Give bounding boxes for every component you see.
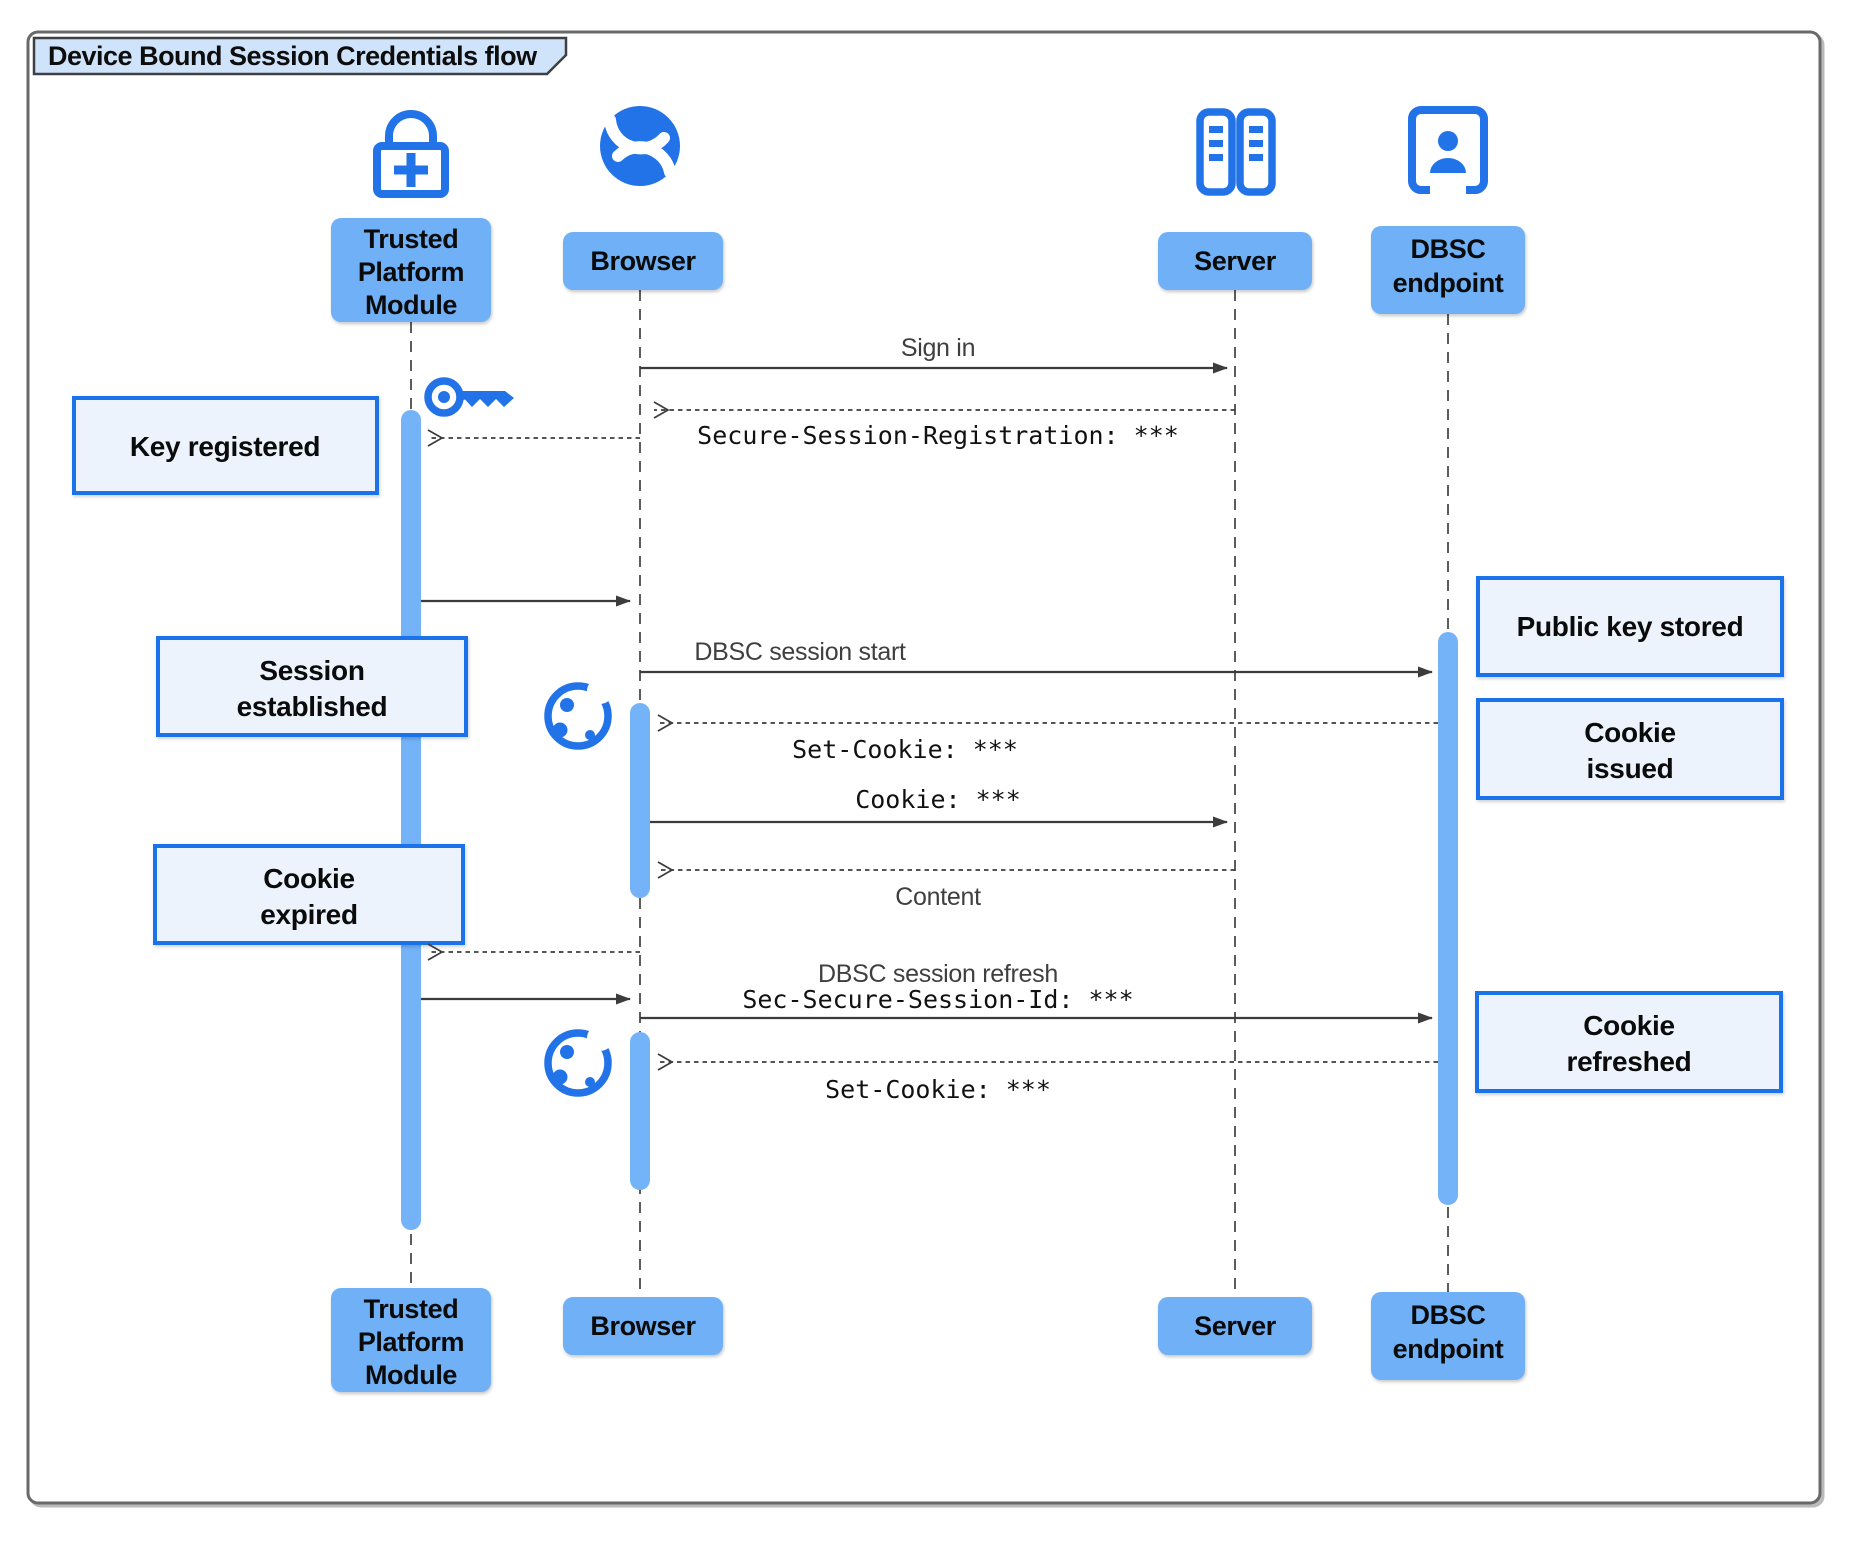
actor-dbsc-line2: endpoint bbox=[1393, 268, 1504, 298]
label-secure-session-registration: Secure-Session-Registration: *** bbox=[697, 421, 1179, 450]
note-cookie-issued-line2: issued bbox=[1587, 753, 1674, 784]
note-session-established: Session established bbox=[156, 636, 468, 737]
label-sec-secure-session-id: Sec-Secure-Session-Id: *** bbox=[742, 985, 1133, 1014]
activation-browser-2 bbox=[630, 1032, 650, 1190]
note-cookie-refreshed: Cookie refreshed bbox=[1475, 991, 1783, 1093]
actor-tpm-line1: Trusted bbox=[364, 224, 459, 254]
actor-tpm-line1: Trusted bbox=[364, 1294, 459, 1324]
note-cookie-refreshed-line1: Cookie bbox=[1583, 1010, 1675, 1041]
cookie-icon bbox=[544, 1025, 613, 1097]
actor-server-label: Server bbox=[1194, 246, 1277, 276]
badge-person-icon bbox=[1408, 106, 1488, 195]
actor-server-label: Server bbox=[1194, 1311, 1277, 1341]
actor-browser-label: Browser bbox=[590, 1311, 696, 1341]
activation-browser-1 bbox=[630, 703, 650, 898]
title-tab bbox=[32, 36, 568, 76]
note-session-established-line1: Session bbox=[259, 655, 364, 686]
actor-label-browser-bottom: Browser bbox=[563, 1297, 723, 1355]
cookie-icon bbox=[544, 678, 613, 750]
globe-icon bbox=[600, 106, 680, 186]
actor-tpm-line3: Module bbox=[365, 290, 457, 320]
label-dbsc-session-start: DBSC session start bbox=[694, 638, 906, 666]
actor-label-server-bottom: Server bbox=[1158, 1297, 1312, 1355]
label-set-cookie-1: Set-Cookie: *** bbox=[792, 735, 1018, 764]
note-cookie-expired-line1: Cookie bbox=[263, 863, 355, 894]
note-cookie-expired: Cookie expired bbox=[153, 844, 465, 945]
actor-tpm-line2: Platform bbox=[358, 257, 464, 287]
actor-browser-label: Browser bbox=[590, 246, 696, 276]
actor-dbsc-line2: endpoint bbox=[1393, 1334, 1504, 1364]
note-key-registered-text: Key registered bbox=[130, 431, 320, 462]
label-sign-in: Sign in bbox=[901, 334, 975, 362]
actor-label-dbsc-top: DBSC endpoint bbox=[1371, 226, 1525, 314]
actor-label-dbsc-bottom: DBSC endpoint bbox=[1371, 1292, 1525, 1380]
actor-label-server-top: Server bbox=[1158, 232, 1312, 290]
label-dbsc-session-refresh: DBSC session refresh bbox=[818, 960, 1058, 988]
lock-plus-icon bbox=[373, 110, 449, 198]
note-session-established-line2: established bbox=[237, 691, 388, 722]
actor-tpm-line3: Module bbox=[365, 1360, 457, 1390]
diagram-title: Device Bound Session Credentials flow bbox=[48, 41, 538, 71]
label-cookie: Cookie: *** bbox=[855, 785, 1021, 814]
note-cookie-expired-line2: expired bbox=[260, 899, 358, 930]
note-public-key-stored: Public key stored bbox=[1476, 576, 1784, 677]
label-content: Content bbox=[895, 883, 981, 911]
actor-tpm-line2: Platform bbox=[358, 1327, 464, 1357]
activation-dbsc bbox=[1438, 632, 1458, 1205]
label-set-cookie-2: Set-Cookie: *** bbox=[825, 1075, 1051, 1104]
server-rack-icon bbox=[1196, 108, 1276, 196]
note-cookie-issued: Cookie issued bbox=[1476, 698, 1784, 800]
note-key-registered: Key registered bbox=[72, 396, 379, 495]
actor-dbsc-line1: DBSC bbox=[1411, 234, 1486, 264]
key-icon bbox=[424, 377, 514, 417]
actor-label-tpm-bottom: Trusted Platform Module bbox=[331, 1288, 491, 1392]
activation-tpm bbox=[401, 410, 421, 1230]
note-cookie-issued-line1: Cookie bbox=[1584, 717, 1676, 748]
actor-dbsc-line1: DBSC bbox=[1411, 1300, 1486, 1330]
actor-label-tpm-top: Trusted Platform Module bbox=[331, 218, 491, 322]
actor-label-browser-top: Browser bbox=[563, 232, 723, 290]
note-cookie-refreshed-line2: refreshed bbox=[1567, 1046, 1692, 1077]
note-public-key-stored-text: Public key stored bbox=[1517, 611, 1744, 642]
